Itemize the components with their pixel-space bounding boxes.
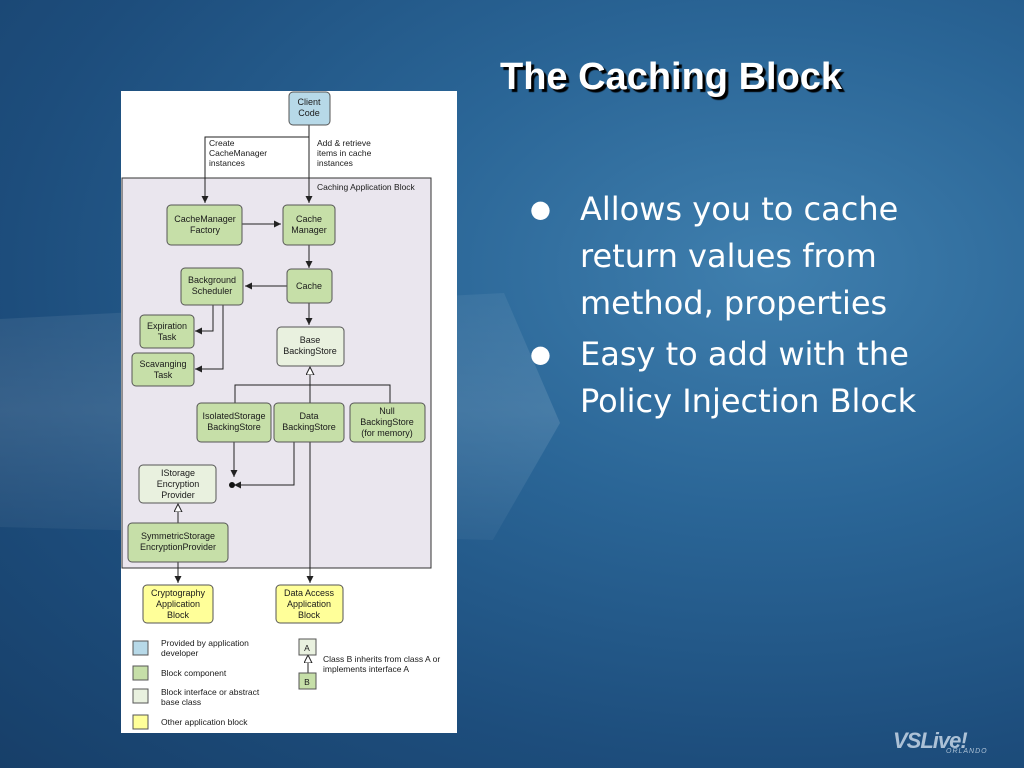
edge-label-create: Create CacheManager instances	[209, 138, 270, 168]
edge-data-provider	[234, 442, 295, 489]
legend-label-other: Other application block	[161, 717, 248, 727]
diagram-svg: Caching Application Block Create CacheMa…	[121, 91, 440, 730]
bullet-text: Allows you to cache return values from m…	[580, 190, 899, 322]
legend-swatch-provided	[132, 640, 149, 656]
slide-title: The Caching Block	[500, 56, 843, 98]
legend-swatch-component	[132, 665, 149, 681]
bullet-text: Easy to add with the Policy Injection Bl…	[580, 335, 917, 420]
legend-class-b-label: B	[304, 677, 310, 687]
bullet-dot-icon: ●	[530, 340, 551, 368]
legend-class-b-box	[298, 672, 317, 690]
edge-scheduler-scavanging	[195, 305, 224, 373]
edge-scheduler-expiration	[195, 305, 214, 335]
svg-text:Cache: Cache	[296, 281, 322, 291]
caching-block-diagram: Caching Application Block Create CacheMa…	[121, 91, 457, 733]
bullet-item: ● Easy to add with the Policy Injection B…	[530, 331, 970, 425]
svg-text:CacheManager: CacheManager	[291, 214, 327, 235]
edge-label-add: Add & retrieve items in cache instances	[317, 138, 374, 168]
bullet-list: ● Allows you to cache return values from …	[530, 186, 970, 429]
vslive-logo: VSLive!	[893, 728, 968, 753]
legend-class-a-label: A	[304, 643, 310, 653]
bullet-dot-icon: ●	[530, 195, 551, 223]
legend-label-component: Block component	[161, 668, 227, 678]
connector-dot	[229, 482, 235, 488]
legend-swatch-interface	[132, 688, 149, 704]
vslive-logo-subtitle: ORLANDO	[946, 748, 988, 755]
legend-class-a-box	[298, 638, 317, 656]
container-label: Caching Application Block	[317, 182, 416, 192]
node-cache: Cache	[286, 268, 333, 304]
legend-swatch-other	[132, 714, 149, 730]
bullet-item: ● Allows you to cache return values from …	[530, 186, 970, 327]
edge-isolated-base	[234, 384, 391, 403]
diagram-edges	[178, 125, 391, 673]
